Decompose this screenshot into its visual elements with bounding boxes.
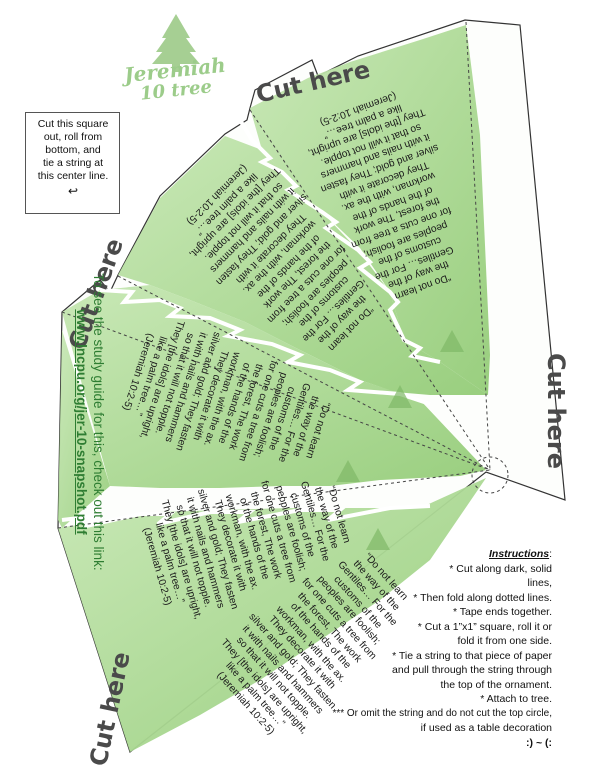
- logo-tree-icon: [152, 14, 200, 72]
- cut-square-instructions: Cut this square out, roll from bottom, a…: [27, 118, 119, 198]
- curl-icon: ↩: [67, 184, 79, 198]
- study-guide-note: To see the study guide for this, check o…: [73, 162, 107, 682]
- instructions-heading: Instructions: [488, 548, 550, 560]
- instructions-panel: Instructions: * Cut along dark, solid li…: [332, 548, 552, 749]
- tree-segment-2: [118, 136, 488, 395]
- cut-square-box: [25, 112, 120, 214]
- jagged-edge: [99, 288, 431, 406]
- cut-here-label: Cut here: [542, 352, 571, 470]
- jagged-edge: [61, 504, 431, 530]
- tree-segment-3: [62, 285, 486, 488]
- study-guide-text: To see the study guide for this, check o…: [91, 273, 106, 571]
- jagged-edge: [238, 118, 441, 364]
- mini-tree-logo: [336, 330, 464, 550]
- fold-lines: [57, 21, 491, 529]
- top-circle: [471, 456, 509, 494]
- tree-segment-1: [250, 25, 490, 395]
- study-guide-link[interactable]: www.lncpu.org/jer-10-snapshot.pdf: [74, 309, 89, 535]
- tree-segment-4: [58, 330, 110, 528]
